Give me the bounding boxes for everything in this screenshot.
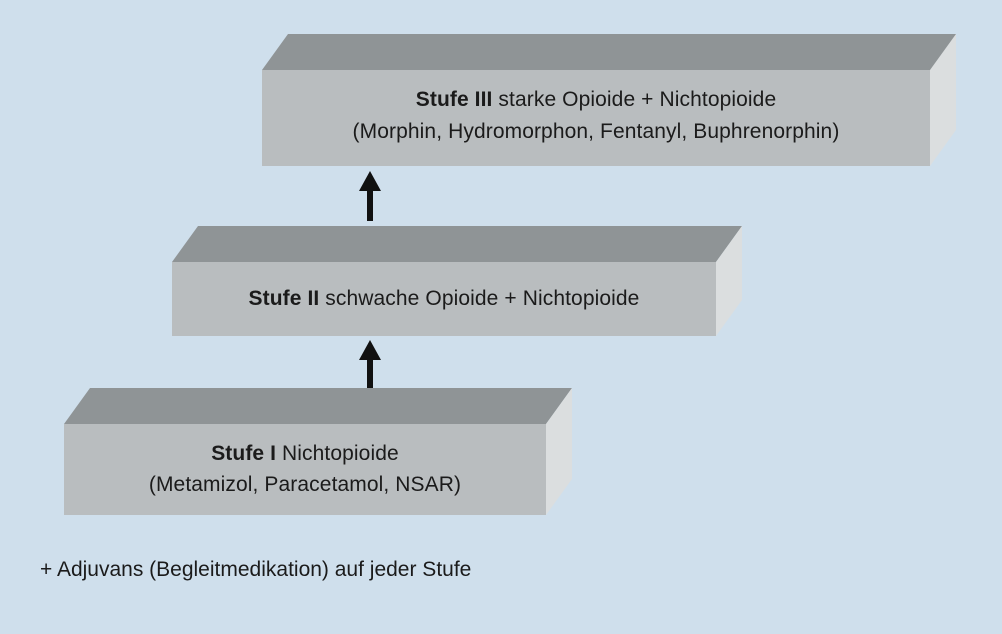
block-front-face-stufe-3: Stufe III starke Opioide + Nichtopioide … bbox=[262, 70, 930, 166]
arrow-shaft bbox=[367, 187, 373, 221]
step-label-line1-stufe-1: Stufe I Nichtopioide bbox=[64, 439, 546, 469]
step-level-stufe-1: Stufe I bbox=[211, 442, 277, 465]
block-front-face-stufe-1: Stufe I Nichtopioide (Metamizol, Paracet… bbox=[64, 424, 546, 515]
adjuvant-caption: + Adjuvans (Begleitmedikation) auf jeder… bbox=[40, 558, 472, 581]
step-block-stufe-3: Stufe III starke Opioide + Nichtopioide … bbox=[262, 34, 956, 166]
step-label-line2-stufe-3: (Morphin, Hydromorphon, Fentanyl, Buphre… bbox=[352, 120, 840, 143]
step-label-line1-stufe-3: Stufe III starke Opioide + Nichtopioide bbox=[262, 85, 930, 115]
step-desc-stufe-2: schwache Opioide + Nichtopioide bbox=[319, 287, 640, 310]
step-desc-stufe-3: starke Opioide + Nichtopioide bbox=[492, 88, 777, 111]
arrow-head-icon bbox=[359, 340, 381, 360]
arrow-head-icon bbox=[359, 171, 381, 191]
step-block-stufe-2: Stufe II schwache Opioide + Nichtopioide bbox=[172, 226, 742, 336]
block-top-face-stufe-1 bbox=[64, 388, 572, 424]
block-top-face-fill-stufe-3 bbox=[262, 34, 956, 70]
step-level-stufe-3: Stufe III bbox=[415, 88, 493, 111]
block-front-face-stufe-2: Stufe II schwache Opioide + Nichtopioide bbox=[172, 262, 716, 336]
arrow-stufe1-to-stufe2 bbox=[359, 340, 381, 390]
step-label-line2-stufe-1: (Metamizol, Paracetamol, NSAR) bbox=[148, 473, 462, 496]
arrow-stufe2-to-stufe3 bbox=[359, 171, 381, 221]
step-label-line1-stufe-2: Stufe II schwache Opioide + Nichtopioide bbox=[172, 284, 716, 314]
step-block-stufe-1: Stufe I Nichtopioide (Metamizol, Paracet… bbox=[64, 388, 572, 515]
block-top-face-stufe-2 bbox=[172, 226, 742, 262]
step-level-stufe-2: Stufe II bbox=[248, 287, 320, 310]
step-desc-stufe-1: Nichtopioide bbox=[276, 442, 399, 465]
arrow-shaft bbox=[367, 356, 373, 390]
